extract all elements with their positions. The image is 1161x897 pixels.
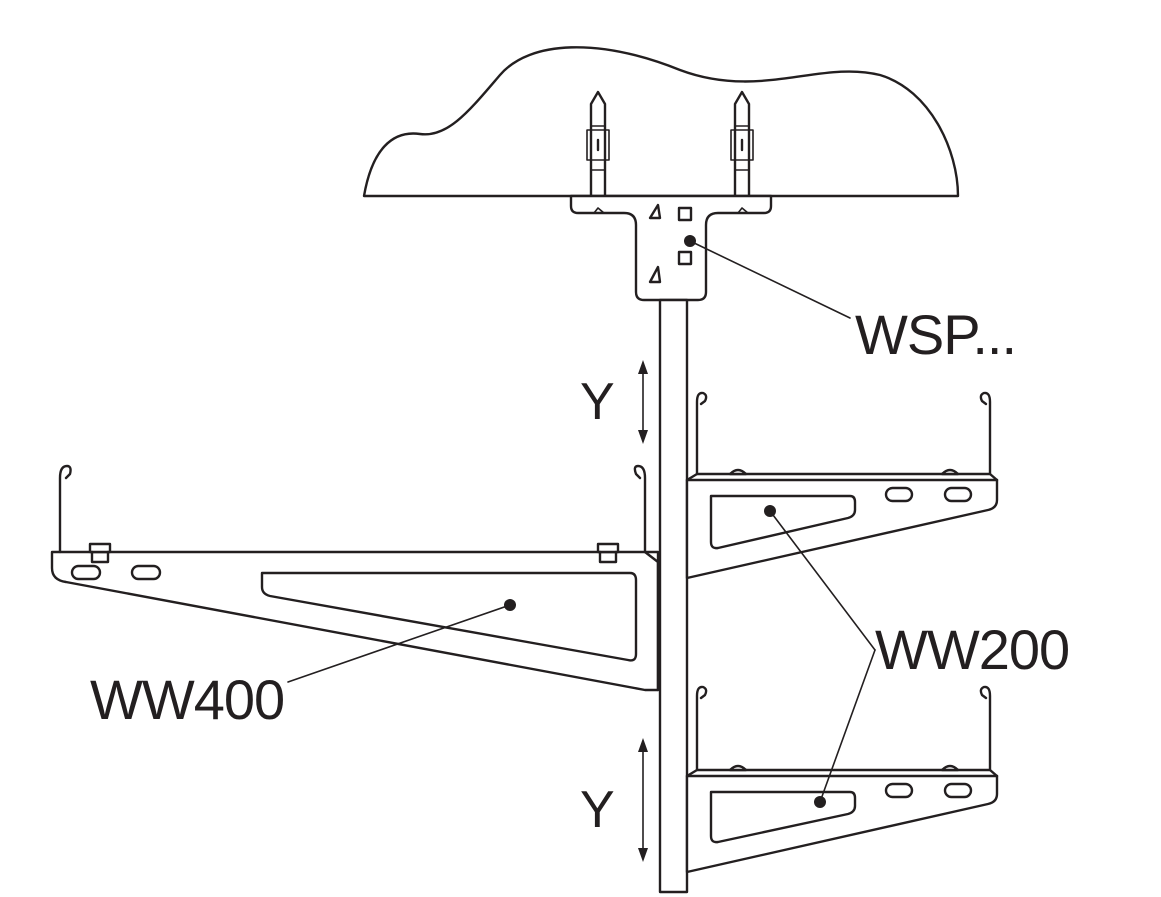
leader-wsp <box>689 240 851 319</box>
leader-lines <box>287 240 876 803</box>
ww200-bracket-upper <box>685 472 999 580</box>
label-wsp: WSP... <box>855 303 1017 366</box>
label-y-bottom: Y <box>580 781 615 839</box>
wsp-ceiling-plate <box>569 194 773 302</box>
dimension-arrow-y-top <box>638 360 648 444</box>
ww400-hook-right <box>596 464 647 564</box>
vertical-rail <box>658 298 689 894</box>
ww200-upper-hook-left <box>695 391 748 476</box>
leader-ww200-lower <box>819 649 876 803</box>
dimension-arrow-y-bottom <box>638 738 648 862</box>
ww400-hook-left <box>58 464 112 564</box>
ww400-bracket <box>50 550 660 692</box>
label-ww200: WW200 <box>875 618 1070 681</box>
ceiling-anchor-left <box>586 90 610 198</box>
ww200-upper-hook-right <box>940 391 992 476</box>
ceiling-anchor-right <box>730 90 754 198</box>
ceiling-section <box>362 46 960 198</box>
leader-ww200-upper <box>769 510 876 651</box>
ww200-bracket-lower <box>685 768 999 874</box>
ww200-lower-hook-right <box>940 685 992 772</box>
label-y-top: Y <box>580 373 615 431</box>
leader-ww400 <box>287 604 511 683</box>
ww200-lower-hook-left <box>695 685 748 772</box>
label-ww400: WW400 <box>90 668 285 731</box>
